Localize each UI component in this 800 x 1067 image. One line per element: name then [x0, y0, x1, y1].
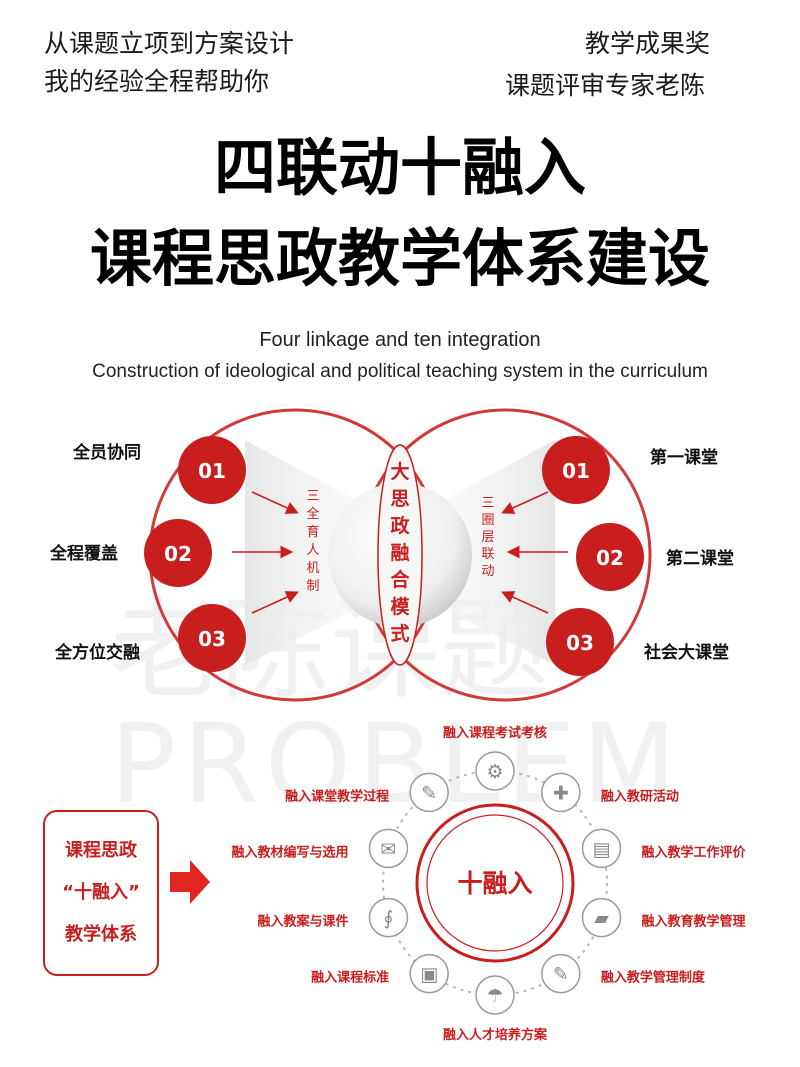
integration-label-9: 融入教材编写与选用	[231, 844, 348, 860]
center-capsule	[377, 444, 423, 666]
header-left-line1: 从课题立项到方案设计	[44, 29, 295, 58]
puzzle-icon: ✚	[553, 782, 569, 804]
left-item-2-label: 全程覆盖	[49, 543, 118, 564]
left-vertical-label: 三全育人机制	[306, 489, 319, 594]
integration-label-6: 融入人才培养方案	[443, 1027, 548, 1043]
folder-icon: ▰	[594, 908, 609, 930]
speech-bubble-icon: ✎	[421, 782, 437, 804]
right-item-1-label: 第一课堂	[650, 447, 718, 468]
integration-label-1: 融入课程考试考核	[443, 725, 547, 741]
left-arrow-1	[251, 491, 299, 514]
watermark-english: PROBLEM	[110, 700, 683, 828]
main-title-line1: 四联动十融入	[213, 131, 586, 204]
right-arrow-3	[501, 591, 549, 614]
integration-node-10: ✎ 融入课堂教学过程	[285, 772, 449, 813]
integration-label-10: 融入课堂教学过程	[285, 788, 389, 804]
left-arrow-3	[251, 591, 299, 614]
box-line2: “十融入”	[62, 882, 140, 903]
right-beam	[425, 440, 555, 665]
paperclip-icon: ∮	[384, 908, 394, 930]
linkage-diagram: 大思政融合模式 三全育人机制 三圈层联动 01 02 03 01 02 03 全…	[49, 408, 734, 702]
right-node-1-number: 01	[562, 459, 590, 483]
center-outer-ring	[415, 803, 575, 963]
pointing-arrow	[170, 860, 210, 904]
left-node-1: 01	[178, 436, 246, 504]
right-node-3-number: 03	[566, 631, 594, 655]
chat-icon: ✉	[381, 838, 397, 860]
header-right-line2: 课题评审专家老陈	[505, 71, 706, 100]
center-ten-label: 十融入	[457, 869, 532, 898]
center-inner-ring	[426, 814, 564, 952]
main-title-line2: 课程思政教学体系建设	[89, 222, 710, 295]
integration-label-8: 融入教案与课件	[257, 914, 348, 930]
pencil-icon: ✎	[553, 964, 569, 986]
integration-node-6: ☂ 融入人才培养方案	[443, 975, 548, 1043]
umbrella-icon: ☂	[486, 985, 503, 1007]
header-left-line2: 我的经验全程帮助你	[44, 67, 270, 96]
integration-label-4: 融入教育教学管理	[642, 914, 746, 930]
left-node-2-number: 02	[164, 542, 192, 566]
integration-label-2: 融入教研活动	[601, 788, 679, 804]
presentation-icon: ▣	[420, 964, 438, 986]
ten-integration-diagram: 十融入 ⚙ 融入课程考试考核 ✚ 融入教研活动 ▤ 融入教学工作评价 ▰ 融入教育教学管理 ✎ 融…	[170, 725, 747, 1043]
center-label: 大思政融合模式	[390, 460, 410, 645]
integration-node-2: ✚ 融入教研活动	[541, 772, 679, 813]
ten-integration-box: 课程思政 “十融入” 教学体系	[43, 810, 159, 976]
orbit-ring	[382, 770, 608, 996]
right-node-1: 01	[542, 436, 610, 504]
left-beam	[245, 440, 375, 665]
gear-icon: ⚙	[486, 761, 503, 783]
header-right-line1: 教学成果奖	[585, 29, 711, 58]
left-item-3-label: 全方位交融	[54, 642, 140, 663]
integration-node-7: ▣ 融入课程标准	[311, 953, 449, 994]
right-item-3-label: 社会大课堂	[643, 642, 729, 663]
subtitle-line2: Construction of ideological and politica…	[92, 361, 708, 382]
right-vertical-label: 三圈层联动	[481, 496, 494, 579]
box-line3: 教学体系	[65, 924, 137, 945]
right-node-2-number: 02	[596, 546, 624, 570]
left-node-1-number: 01	[198, 459, 226, 483]
integration-node-1: ⚙ 融入课程考试考核	[443, 725, 547, 791]
integration-node-8: ∮ 融入教案与课件	[257, 897, 409, 938]
right-node-2: 02	[576, 523, 644, 591]
right-item-2-label: 第二课堂	[666, 548, 734, 569]
left-node-3-number: 03	[198, 627, 226, 651]
integration-label-7: 融入课程标准	[311, 970, 389, 986]
integration-label-3: 融入教学工作评价	[642, 844, 747, 860]
left-node-2: 02	[144, 519, 212, 587]
right-node-3: 03	[546, 608, 614, 676]
right-arrow-1	[501, 491, 549, 514]
document-icon: ▤	[593, 838, 611, 860]
integration-node-5: ✎ 融入教学管理制度	[541, 953, 706, 994]
subtitle-line1: Four linkage and ten integration	[259, 329, 541, 351]
left-node-3: 03	[178, 604, 246, 672]
integration-label-5: 融入教学管理制度	[601, 970, 706, 986]
box-line1: 课程思政	[65, 840, 137, 861]
integration-node-9: ✉ 融入教材编写与选用	[231, 828, 409, 869]
integration-node-4: ▰ 融入教育教学管理	[581, 897, 746, 938]
integration-node-3: ▤ 融入教学工作评价	[581, 828, 747, 869]
left-item-1-label: 全员协同	[72, 442, 141, 463]
